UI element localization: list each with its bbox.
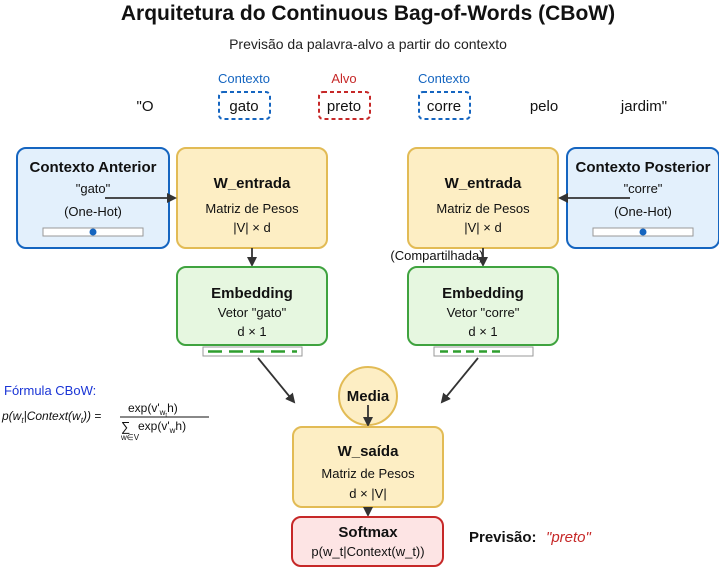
w-saida-title: W_saída [338,443,400,460]
w-entrada-right-title: W_entrada [445,175,522,192]
formula-numerator: exp(v'wth) [128,401,178,419]
sentence-word-context-left: gato [229,98,258,115]
formula-heading: Fórmula CBoW: [4,383,96,398]
embedding-left-dims: d × 1 [237,324,266,339]
sentence-word: "O [137,98,154,115]
media-label: Media [347,388,390,405]
prediction-value: "preto" [546,529,592,546]
context-left-frame [218,91,271,120]
one-hot-dot-left [89,228,97,236]
right-context-encoding: (One-Hot) [614,204,672,219]
w-saida-dims: d × |V| [349,486,386,501]
formula-denominator: exp(v'wh) [138,419,186,435]
sentence-word: jardim" [620,98,667,115]
formula-lhs: p(wt|Context(wt)) = [1,409,101,425]
arrow-emb-left-to-media [257,357,296,404]
formula-sum-range: w∈V [120,433,140,442]
page-subtitle: Previsão da palavra-alvo a partir do con… [229,36,507,52]
embedding-left-box [176,266,328,346]
softmax-title: Softmax [338,524,398,541]
context-right-frame [418,91,471,120]
sentence-word-context-right: corre [427,98,461,115]
softmax-formula: p(w_t|Context(w_t)) [311,544,424,559]
embedding-left-desc: Vetor "gato" [218,305,287,320]
w-saida-desc: Matriz de Pesos [321,466,415,481]
left-context-word: "gato" [76,181,111,196]
w-entrada-left-dims: |V| × d [233,220,270,235]
embedding-right-dims: d × 1 [468,324,497,339]
sentence-word: pelo [530,98,558,115]
tag-context-left: Contexto [218,71,270,86]
embedding-left-title: Embedding [211,285,293,302]
w-entrada-left-title: W_entrada [214,175,291,192]
formula-sum-symbol: ∑ [121,419,130,434]
left-context-title: Contexto Anterior [30,159,157,176]
left-context-encoding: (One-Hot) [64,204,122,219]
w-entrada-right-desc: Matriz de Pesos [436,201,530,216]
w-entrada-left-desc: Matriz de Pesos [205,201,299,216]
embedding-right-desc: Vetor "corre" [447,305,520,320]
w-entrada-right-dims: |V| × d [464,220,501,235]
one-hot-dot-right [639,228,647,236]
shared-label: (Compartilhada) [390,248,483,263]
tag-context-right: Contexto [418,71,470,86]
arrow-emb-right-to-media [440,357,479,404]
softmax-box [291,516,444,567]
embedding-right-box [407,266,559,346]
page-title: Arquitetura do Continuous Bag-of-Words (… [121,2,615,25]
tag-target: Alvo [331,71,356,86]
right-context-title: Contexto Posterior [575,159,710,176]
right-context-word: "corre" [624,181,663,196]
sentence-word-target: preto [327,98,361,115]
embedding-right-title: Embedding [442,285,524,302]
prediction-label: Previsão: [469,529,537,546]
target-frame [318,91,371,120]
